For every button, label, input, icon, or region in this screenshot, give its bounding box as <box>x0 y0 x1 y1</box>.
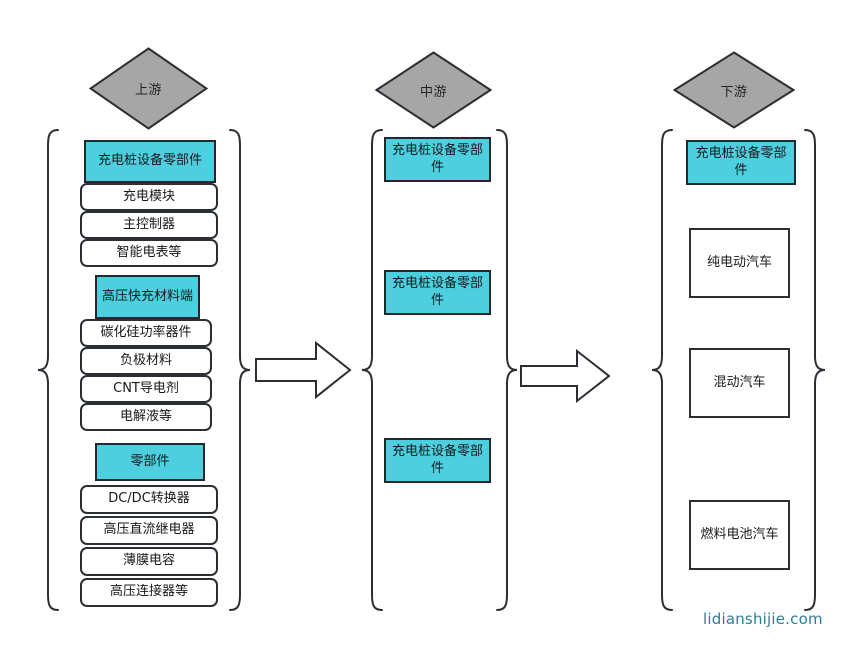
upstream-item-2-1[interactable]: 高压直流继电器 <box>80 516 218 545</box>
stage-diamond-downstream: 下游 <box>673 51 795 129</box>
upstream-item-1-1[interactable]: 负极材料 <box>80 347 212 375</box>
midstream-box-2[interactable]: 充电桩设备零部件 <box>384 438 491 483</box>
downstream-box-1[interactable]: 混动汽车 <box>689 348 790 418</box>
upstream-item-1-0[interactable]: 碳化硅功率器件 <box>80 319 212 347</box>
upstream-item-1-3[interactable]: 电解液等 <box>80 403 212 431</box>
brace-midstream-left <box>360 128 384 612</box>
upstream-group-header-0[interactable]: 充电桩设备零部件 <box>84 140 216 183</box>
downstream-header-box[interactable]: 充电桩设备零部件 <box>686 140 796 185</box>
arrow-upstream-to-midstream <box>254 340 352 400</box>
brace-downstream-left <box>650 128 674 612</box>
upstream-item-1-2[interactable]: CNT导电剂 <box>80 375 212 403</box>
midstream-box-0[interactable]: 充电桩设备零部件 <box>384 137 491 182</box>
midstream-box-1[interactable]: 充电桩设备零部件 <box>384 270 491 315</box>
upstream-group-header-2[interactable]: 零部件 <box>95 443 205 481</box>
site-watermark: lidianshijie.com <box>703 610 823 628</box>
arrow-midstream-to-downstream <box>519 348 611 404</box>
upstream-item-2-0[interactable]: DC/DC转换器 <box>80 485 218 514</box>
stage-label-midstream: 中游 <box>419 84 447 100</box>
brace-downstream-right <box>803 128 827 612</box>
brace-upstream-right <box>228 128 252 612</box>
upstream-item-2-2[interactable]: 薄膜电容 <box>80 547 218 576</box>
brace-midstream-right <box>495 128 519 612</box>
stage-label-upstream: 上游 <box>134 83 162 98</box>
downstream-box-2[interactable]: 燃料电池汽车 <box>689 500 790 570</box>
brace-upstream-left <box>36 128 60 612</box>
upstream-item-0-2[interactable]: 智能电表等 <box>80 239 218 267</box>
upstream-item-2-3[interactable]: 高压连接器等 <box>80 578 218 607</box>
downstream-box-0[interactable]: 纯电动汽车 <box>689 228 790 298</box>
stage-label-downstream: 下游 <box>720 84 748 100</box>
upstream-group-header-1[interactable]: 高压快充材料端 <box>95 275 200 319</box>
stage-diamond-upstream: 上游 <box>89 47 208 130</box>
upstream-item-0-1[interactable]: 主控制器 <box>80 211 218 239</box>
stage-diamond-midstream: 中游 <box>375 51 492 129</box>
upstream-item-0-0[interactable]: 充电模块 <box>80 183 218 211</box>
